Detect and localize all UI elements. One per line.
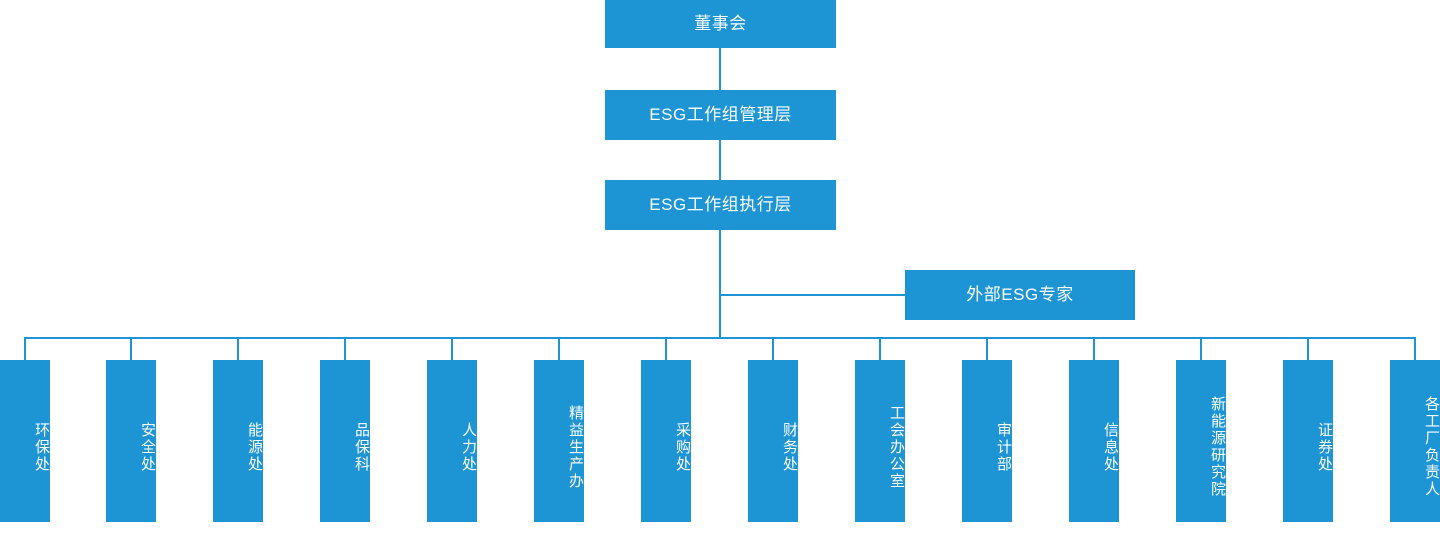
- node-department-1-label: 环保处: [33, 421, 50, 473]
- connector-drop-12: [1200, 337, 1202, 360]
- node-department-4-label: 品保科: [353, 421, 370, 473]
- connector-department-bus: [25, 337, 1415, 339]
- connector-drop-4: [344, 337, 346, 360]
- node-external-expert-label: 外部ESG专家: [966, 284, 1074, 304]
- node-department-9-label: 工会办公室: [888, 404, 905, 490]
- node-department-6-label: 精益生产办: [567, 404, 584, 490]
- node-department-7-label: 采购处: [674, 421, 691, 473]
- connector-drop-6: [558, 337, 560, 360]
- node-department-8-label: 财务处: [781, 421, 798, 473]
- connector-drop-11: [1093, 337, 1095, 360]
- connector-execution-to-expert: [719, 294, 905, 296]
- node-department-3[interactable]: 能源处: [213, 360, 263, 522]
- connector-drop-9: [879, 337, 881, 360]
- connector-drop-1: [24, 337, 26, 360]
- node-department-14[interactable]: 各工厂负责人: [1390, 360, 1440, 522]
- connector-drop-13: [1307, 337, 1309, 360]
- node-department-8[interactable]: 财务处: [748, 360, 798, 522]
- node-department-11-label: 信息处: [1102, 421, 1119, 473]
- node-department-2[interactable]: 安全处: [106, 360, 156, 522]
- node-department-13[interactable]: 证券处: [1283, 360, 1333, 522]
- connector-board-to-management: [719, 48, 721, 90]
- node-department-9[interactable]: 工会办公室: [855, 360, 905, 522]
- node-department-14-label: 各工厂负责人: [1423, 396, 1440, 498]
- node-management[interactable]: ESG工作组管理层: [605, 90, 836, 140]
- connector-drop-3: [237, 337, 239, 360]
- node-execution[interactable]: ESG工作组执行层: [605, 180, 836, 230]
- node-department-11[interactable]: 信息处: [1069, 360, 1119, 522]
- node-department-7[interactable]: 采购处: [641, 360, 691, 522]
- node-department-10-label: 审计部: [995, 421, 1012, 473]
- connector-drop-5: [451, 337, 453, 360]
- node-department-6[interactable]: 精益生产办: [534, 360, 584, 522]
- node-management-label: ESG工作组管理层: [649, 104, 792, 124]
- connector-drop-7: [665, 337, 667, 360]
- node-board[interactable]: 董事会: [605, 0, 836, 48]
- node-board-label: 董事会: [694, 13, 747, 33]
- connector-execution-spine: [719, 230, 721, 339]
- node-department-4[interactable]: 品保科: [320, 360, 370, 522]
- connector-drop-14: [1414, 337, 1416, 360]
- node-department-5-label: 人力处: [460, 421, 477, 473]
- node-department-2-label: 安全处: [139, 421, 156, 473]
- node-execution-label: ESG工作组执行层: [649, 194, 792, 214]
- connector-drop-10: [986, 337, 988, 360]
- connector-drop-8: [772, 337, 774, 360]
- connector-management-to-execution: [719, 140, 721, 180]
- node-department-10[interactable]: 审计部: [962, 360, 1012, 522]
- node-department-1[interactable]: 环保处: [0, 360, 50, 522]
- node-department-13-label: 证券处: [1316, 421, 1333, 473]
- connector-drop-2: [130, 337, 132, 360]
- node-department-5[interactable]: 人力处: [427, 360, 477, 522]
- node-department-12[interactable]: 新能源研究院: [1176, 360, 1226, 522]
- node-department-3-label: 能源处: [246, 421, 263, 473]
- node-external-expert[interactable]: 外部ESG专家: [905, 270, 1135, 320]
- node-department-12-label: 新能源研究院: [1209, 396, 1226, 498]
